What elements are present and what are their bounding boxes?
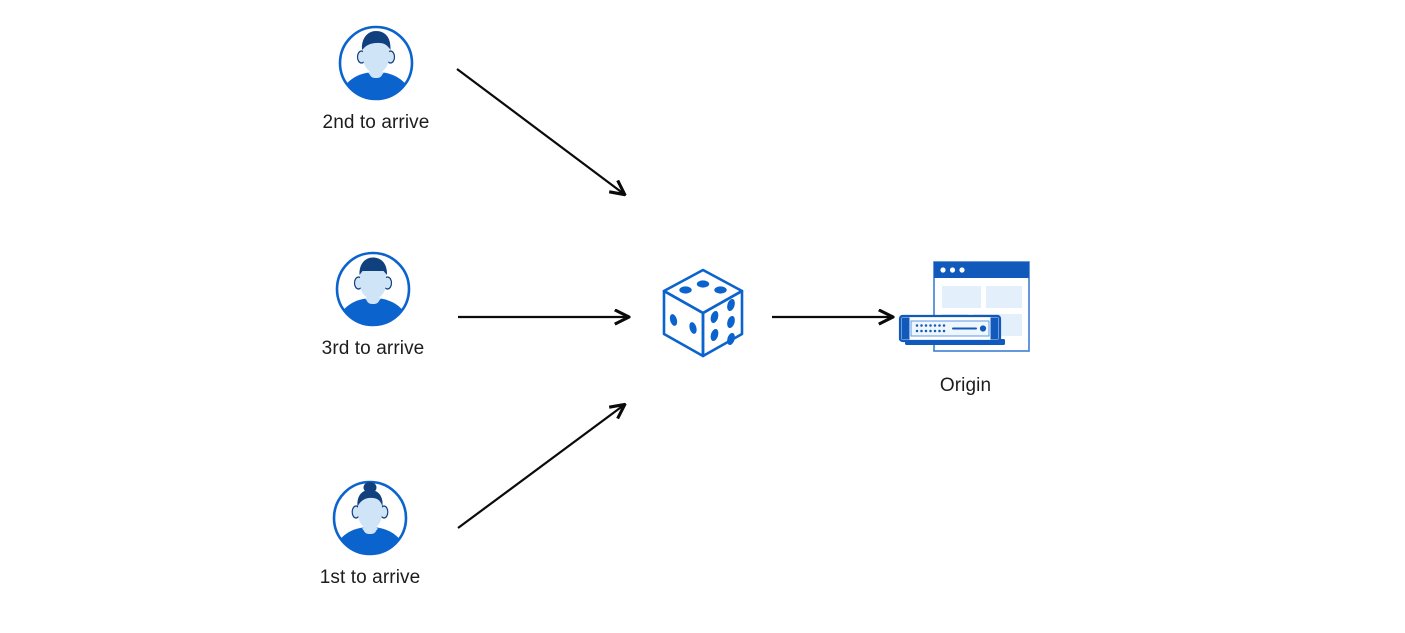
- node-randomizer[interactable]: [655, 265, 750, 361]
- arrow-client-2nd-to-randomizer: [456, 68, 624, 194]
- user-avatar-male-icon: [334, 250, 412, 328]
- node-client-2nd[interactable]: 2nd to arrive: [306, 24, 446, 134]
- node-label-origin: Origin: [939, 375, 992, 396]
- server-device: [898, 314, 1005, 345]
- node-client-3rd[interactable]: 3rd to arrive: [303, 250, 443, 360]
- arrow-client-1st-to-randomizer: [457, 405, 624, 529]
- node-client-1st[interactable]: 1st to arrive: [300, 479, 440, 589]
- node-label-client-3rd: 3rd to arrive: [321, 338, 425, 359]
- user-avatar-female-icon: [331, 479, 409, 557]
- origin-server-browser-icon: [893, 253, 1038, 365]
- dice-icon: [657, 265, 749, 361]
- node-origin[interactable]: Origin: [893, 253, 1038, 397]
- node-label-client-2nd: 2nd to arrive: [322, 112, 430, 133]
- node-label-client-1st: 1st to arrive: [319, 567, 421, 588]
- user-avatar-male-icon: [337, 24, 415, 102]
